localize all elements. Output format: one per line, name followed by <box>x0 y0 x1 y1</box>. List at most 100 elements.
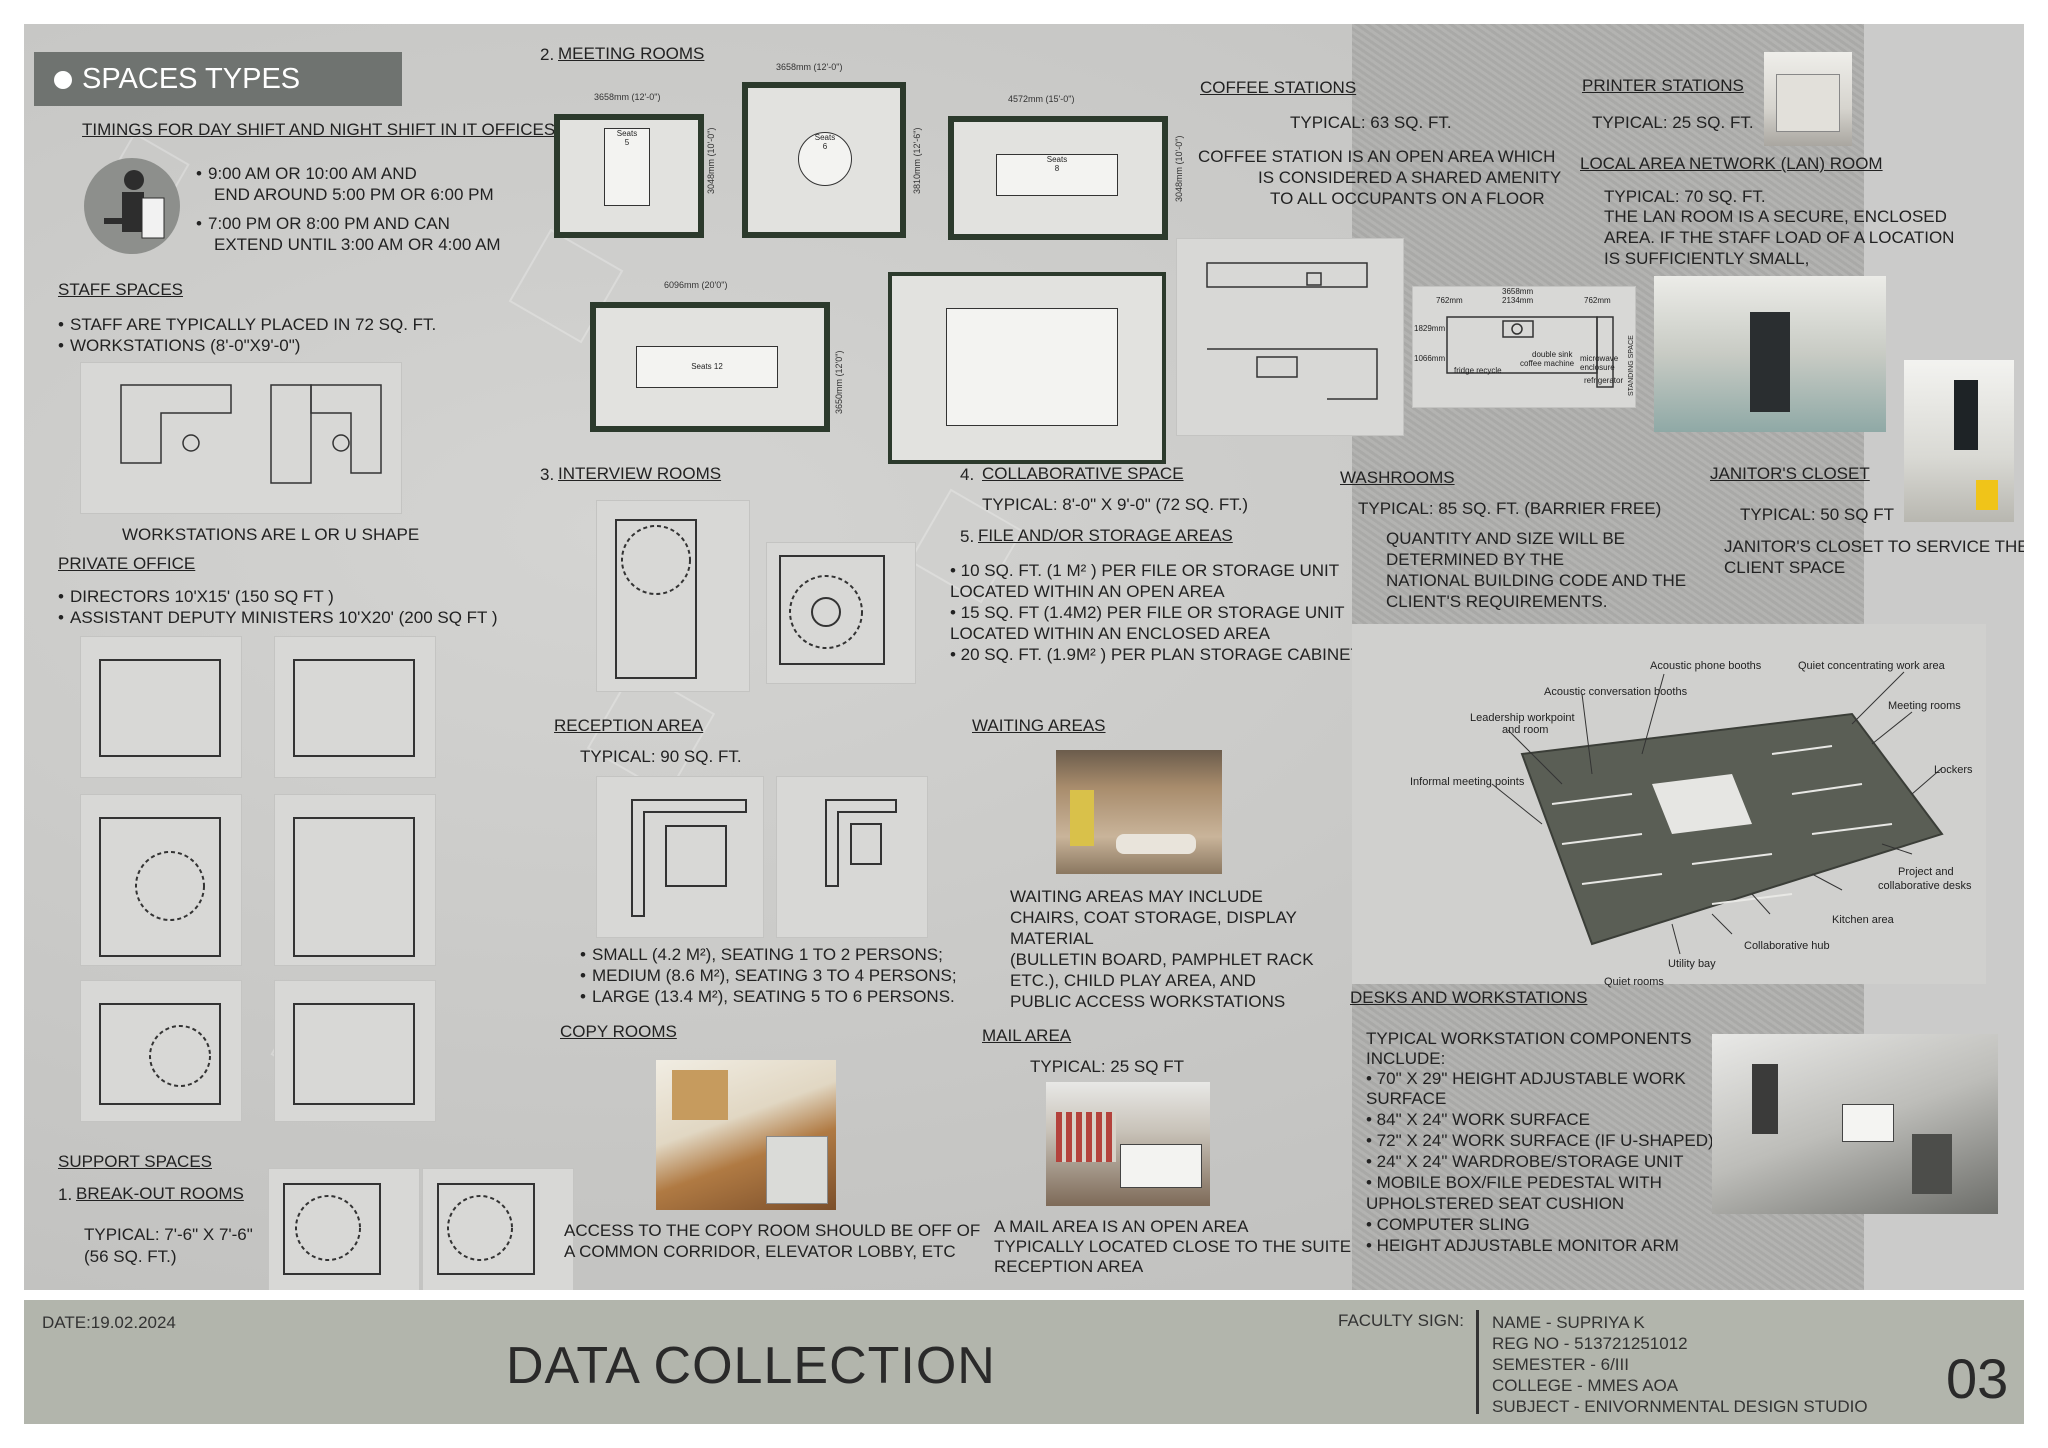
room2-width: 3658mm (12'-0") <box>776 62 843 72</box>
waiting-line-6: PUBLIC ACCESS WORKSTATIONS <box>1010 992 1286 1011</box>
staff-caption: WORKSTATIONS ARE L OR U SHAPE <box>122 525 420 544</box>
support-sub-num: 1. <box>58 1185 73 1204</box>
interview-plan-1 <box>596 500 750 692</box>
copy-room-photo <box>656 1060 836 1210</box>
waiting-area-photo <box>1056 750 1222 874</box>
janitor-line-1: JANITOR'S CLOSET TO SERVICE THE <box>1724 537 2024 556</box>
collab-heading: COLLABORATIVE SPACE <box>982 464 1184 483</box>
staff-heading: STAFF SPACES <box>58 280 184 299</box>
storage-heading: FILE AND/OR STORAGE AREAS <box>978 526 1233 545</box>
timing-night-1: 7:00 PM OR 8:00 PM AND CAN <box>208 214 450 233</box>
washrooms-line-3: NATIONAL BUILDING CODE AND THE <box>1386 571 1687 590</box>
storage-line-5: • 20 SQ. FT. (1.9M² ) PER PLAN STORAGE C… <box>950 645 1361 664</box>
footer: DATE:19.02.2024 DATA COLLECTION FACULTY … <box>24 1300 2024 1424</box>
waiting-heading: WAITING AREAS <box>972 716 1106 735</box>
room4-height: 3650mm (12'0") <box>834 350 844 414</box>
timing-day-2: END AROUND 5:00 PM OR 6:00 PM <box>214 185 494 204</box>
student-semester: SEMESTER - 6/III <box>1492 1355 1629 1374</box>
workstation-plans <box>80 362 402 514</box>
mail-typical: TYPICAL: 25 SQ FT <box>1030 1057 1184 1076</box>
waiting-line-2: CHAIRS, COAT STORAGE, DISPLAY <box>1010 908 1297 927</box>
private-list: DIRECTORS 10'X15' (150 SQ FT ) ASSISTANT… <box>58 586 498 628</box>
janitor-photo <box>1904 360 2014 522</box>
waiting-line-5: ETC.), CHILD PLAY AREA, AND <box>1010 971 1256 990</box>
breakout-area: (56 SQ. FT.) <box>84 1247 177 1266</box>
coffee-line-3: TO ALL OCCUPANTS ON A FLOOR <box>1270 189 1545 208</box>
janitor-line-2: CLIENT SPACE <box>1724 558 1846 577</box>
support-heading: SUPPORT SPACES <box>58 1152 212 1171</box>
mail-line-1: A MAIL AREA IS AN OPEN AREA <box>994 1217 1249 1236</box>
room1-height: 3048mm (10'-0") <box>706 127 716 194</box>
footer-divider <box>1476 1310 1479 1414</box>
meeting-heading: MEETING ROOMS <box>558 44 705 63</box>
student-reg: REG NO - 513721251012 <box>1492 1334 1688 1353</box>
room1-width: 3658mm (12'-0") <box>594 92 661 102</box>
breakout-plan-1 <box>268 1168 420 1290</box>
desks-line-5: • 84" X 24" WORK SURFACE <box>1366 1110 1590 1129</box>
lan-heading: LOCAL AREA NETWORK (LAN) ROOM <box>1580 154 1883 173</box>
lan-room-photo <box>1654 276 1886 432</box>
collab-typical: TYPICAL: 8'-0" X 9'-0" (72 SQ. FT.) <box>982 495 1249 514</box>
faculty-sign: FACULTY SIGN: <box>1338 1311 1464 1330</box>
washrooms-typical: TYPICAL: 85 SQ. FT. (BARRIER FREE) <box>1358 499 1662 518</box>
mail-line-2: TYPICALLY LOCATED CLOSE TO THE SUITE <box>994 1237 1352 1256</box>
desks-line-3: • 70" X 29" HEIGHT ADJUSTABLE WORK <box>1366 1069 1686 1088</box>
storage-line-2: LOCATED WITHIN AN OPEN AREA <box>950 582 1225 601</box>
desks-line-11: • HEIGHT ADJUSTABLE MONITOR ARM <box>1366 1236 1679 1255</box>
washrooms-line-1: QUANTITY AND SIZE WILL BE <box>1386 529 1625 548</box>
desks-line-7: • 24" X 24" WARDROBE/STORAGE UNIT <box>1366 1152 1684 1171</box>
printer-photo <box>1764 52 1852 146</box>
lan-typical: TYPICAL: 70 SQ. FT. <box>1604 187 1766 206</box>
breakout-typical: TYPICAL: 7'-6" X 7'-6" <box>84 1225 253 1244</box>
coffee-typical: TYPICAL: 63 SQ. FT. <box>1290 113 1452 132</box>
coffee-dim-plan <box>1412 286 1636 408</box>
student-name: NAME - SUPRIYA K <box>1492 1313 1645 1332</box>
washrooms-line-2: DETERMINED BY THE <box>1386 550 1564 569</box>
mail-heading: MAIL AREA <box>982 1026 1072 1045</box>
footer-date: DATE:19.02.2024 <box>42 1313 176 1332</box>
mail-line-3: RECEPTION AREA <box>994 1257 1144 1276</box>
private-heading: PRIVATE OFFICE <box>58 554 196 573</box>
page-number: 03 <box>1946 1347 2009 1410</box>
collab-num: 4. <box>960 465 975 484</box>
lan-line-2: AREA. IF THE STAFF LOAD OF A LOCATION <box>1604 228 1955 247</box>
janitor-heading: JANITOR'S CLOSET <box>1710 464 1870 483</box>
copy-text-1: ACCESS TO THE COPY ROOM SHOULD BE OFF OF <box>564 1221 981 1240</box>
timing-night-2: EXTEND UNTIL 3:00 AM OR 4:00 AM <box>214 235 501 254</box>
boardroom-table <box>946 308 1118 426</box>
room3-height: 3048mm (10'-0") <box>1174 135 1184 202</box>
student-subject: SUBJECT - ENIVORNMENTAL DESIGN STUDIO <box>1492 1397 1868 1416</box>
storage-line-4: LOCATED WITHIN AN ENCLOSED AREA <box>950 624 1270 643</box>
reception-list: SMALL (4.2 M²), SEATING 1 TO 2 PERSONS; … <box>580 944 957 1007</box>
meeting-num: 2. <box>540 45 555 64</box>
coffee-plan <box>1176 238 1404 436</box>
desks-line-6: • 72" X 24" WORK SURFACE (IF U-SHAPED) <box>1366 1131 1714 1150</box>
lan-line-3: IS SUFFICIENTLY SMALL, <box>1604 249 1810 268</box>
meeting-table-12: Seats 12 <box>636 346 778 388</box>
sheet-background: SPACES TYPES TIMINGS FOR DAY SHIFT AND N… <box>24 24 2024 1290</box>
desks-heading: DESKS AND WORKSTATIONS <box>1350 988 1588 1007</box>
reception-plan-1 <box>596 776 764 938</box>
janitor-typical: TYPICAL: 50 SQ FT <box>1740 505 1894 524</box>
waiting-line-1: WAITING AREAS MAY INCLUDE <box>1010 887 1263 906</box>
desks-line-4: SURFACE <box>1366 1089 1447 1108</box>
storage-line-1: • 10 SQ. FT. (1 M² ) PER FILE OR STORAGE… <box>950 561 1340 580</box>
breakout-heading: BREAK-OUT ROOMS <box>76 1184 244 1203</box>
copy-heading: COPY ROOMS <box>560 1022 677 1041</box>
printer-typical: TYPICAL: 25 SQ. FT. <box>1592 113 1754 132</box>
workstation-photo <box>1712 1034 1998 1214</box>
section-title: SPACES TYPES <box>34 52 402 106</box>
coffee-line-1: COFFEE STATION IS AN OPEN AREA WHICH <box>1198 147 1556 166</box>
office-plan-3 <box>80 794 242 966</box>
room3-width: 4572mm (15'-0") <box>1008 94 1075 104</box>
student-college: COLLEGE - MMES AOA <box>1492 1376 1679 1395</box>
office-plan-4 <box>274 794 436 966</box>
storage-num: 5. <box>960 527 975 546</box>
printer-heading: PRINTER STATIONS <box>1582 76 1744 95</box>
office-floorplan-diagram: Acoustic phone booths Quiet concentratin… <box>1352 624 1986 988</box>
room2-height: 3810mm (12'-6") <box>912 127 922 194</box>
interview-heading: INTERVIEW ROOMS <box>558 464 722 483</box>
